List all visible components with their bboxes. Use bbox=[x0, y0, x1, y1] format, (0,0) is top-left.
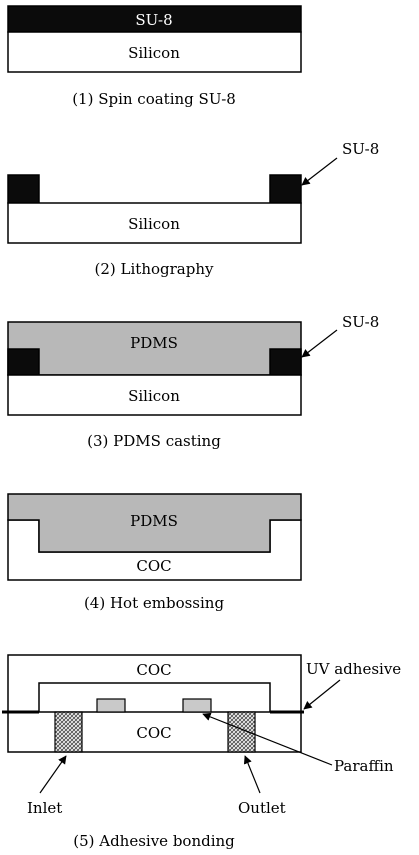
step5-paraffin-label: Paraffin bbox=[334, 757, 394, 775]
step4-group: PDMS COC (4) Hot embossing bbox=[7, 493, 302, 612]
step5-bottom-coc-label: COC bbox=[136, 724, 171, 742]
step5-group: COC COC UV adhesive Paraffin Inlet Outle… bbox=[2, 654, 401, 850]
step5-caption: (5) Adhesive bonding bbox=[73, 832, 235, 850]
step1-silicon-label: Silicon bbox=[128, 44, 180, 62]
step5-paraffin-arrow bbox=[202, 712, 333, 766]
step4-caption: (4) Hot embossing bbox=[84, 594, 225, 612]
step5-outlet-port bbox=[227, 711, 256, 753]
step2-su8-label: SU-8 bbox=[342, 140, 379, 158]
step2-su8-left-block bbox=[7, 174, 40, 204]
step3-su8-label: SU-8 bbox=[342, 313, 379, 331]
step5-inlet-port bbox=[54, 711, 83, 753]
step5-paraffin-right bbox=[182, 698, 212, 713]
step4-coc-label: COC bbox=[136, 557, 171, 575]
step3-su8-left-block bbox=[7, 348, 40, 376]
step3-group: PDMS Silicon SU-8 (3) PDMS casting bbox=[7, 313, 379, 450]
step2-su8-arrow bbox=[301, 157, 338, 186]
step3-caption: (3) PDMS casting bbox=[87, 432, 221, 450]
step3-silicon-label: Silicon bbox=[128, 387, 180, 405]
step2-silicon-layer bbox=[7, 202, 302, 244]
step2-silicon-label: Silicon bbox=[128, 215, 180, 233]
step3-pdms-label: PDMS bbox=[130, 334, 178, 352]
step5-inlet-arrow bbox=[39, 755, 67, 794]
step2-group: Silicon SU-8 (2) Lithography bbox=[7, 140, 379, 278]
step5-top-coc-label: COC bbox=[136, 661, 171, 679]
step2-caption: (2) Lithography bbox=[95, 260, 214, 278]
step3-su8-right-block bbox=[269, 348, 302, 376]
step1-group: SU-8 Silicon (1) Spin coating SU-8 bbox=[7, 5, 302, 108]
step4-pdms-stamp bbox=[7, 493, 302, 553]
step1-silicon-layer bbox=[7, 31, 302, 73]
step5-paraffin-left bbox=[96, 698, 126, 713]
step3-silicon-layer bbox=[7, 374, 302, 416]
step2-su8-right-block bbox=[269, 174, 302, 204]
step1-caption: (1) Spin coating SU-8 bbox=[72, 90, 236, 108]
step5-uv-adhesive-arrow bbox=[303, 679, 341, 710]
step1-su8-label: SU-8 bbox=[135, 11, 172, 29]
step5-uv-adhesive-label: UV adhesive bbox=[306, 660, 401, 678]
step5-outlet-arrow bbox=[243, 755, 261, 794]
step3-su8-arrow bbox=[301, 329, 338, 358]
step5-inlet-label: Inlet bbox=[27, 799, 62, 817]
step5-outlet-label: Outlet bbox=[238, 799, 286, 817]
step4-pdms-label: PDMS bbox=[130, 512, 178, 530]
step1-su8-layer bbox=[7, 5, 302, 33]
